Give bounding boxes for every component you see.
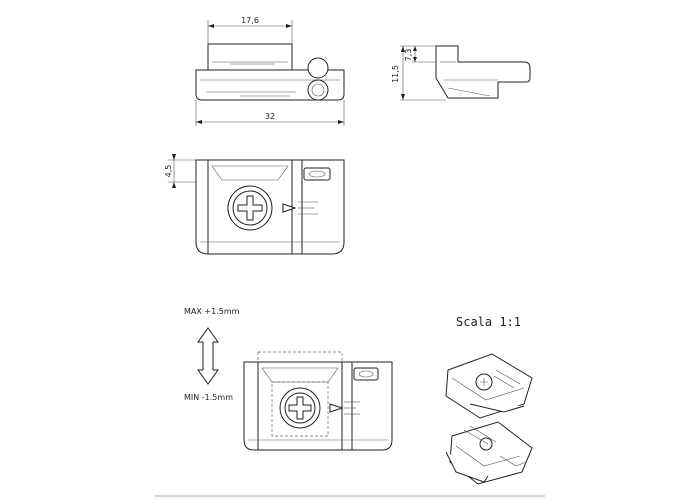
dimension-top-width: 17,6: [207, 16, 293, 46]
adjustment-view: MAX +1.5mm MIN -1.5mm: [184, 307, 393, 451]
isometric-view-bottom: [445, 421, 533, 485]
dimension-side-height-total-label: 11,5: [391, 65, 400, 83]
double-arrow-icon: [197, 327, 219, 385]
isometric-view-top: [445, 353, 533, 419]
front-view: 4,5: [164, 154, 345, 255]
top-view: 17,6 32: [195, 16, 345, 126]
dimension-front-offset-label: 4,5: [164, 165, 173, 178]
dimension-side-height-upper-label: 7,3: [404, 49, 413, 62]
dimension-top-width-label: 17,6: [241, 16, 259, 25]
dimension-side-height: 11,5 7,3: [391, 45, 446, 101]
scale-label: Scala 1:1: [456, 315, 521, 329]
side-view: 11,5 7,3: [391, 45, 531, 101]
adjustment-min-label: MIN -1.5mm: [184, 393, 233, 402]
dimension-total-width: 32: [195, 100, 345, 126]
dimension-total-width-label: 32: [265, 112, 275, 121]
adjustment-max-label: MAX +1.5mm: [184, 307, 240, 316]
